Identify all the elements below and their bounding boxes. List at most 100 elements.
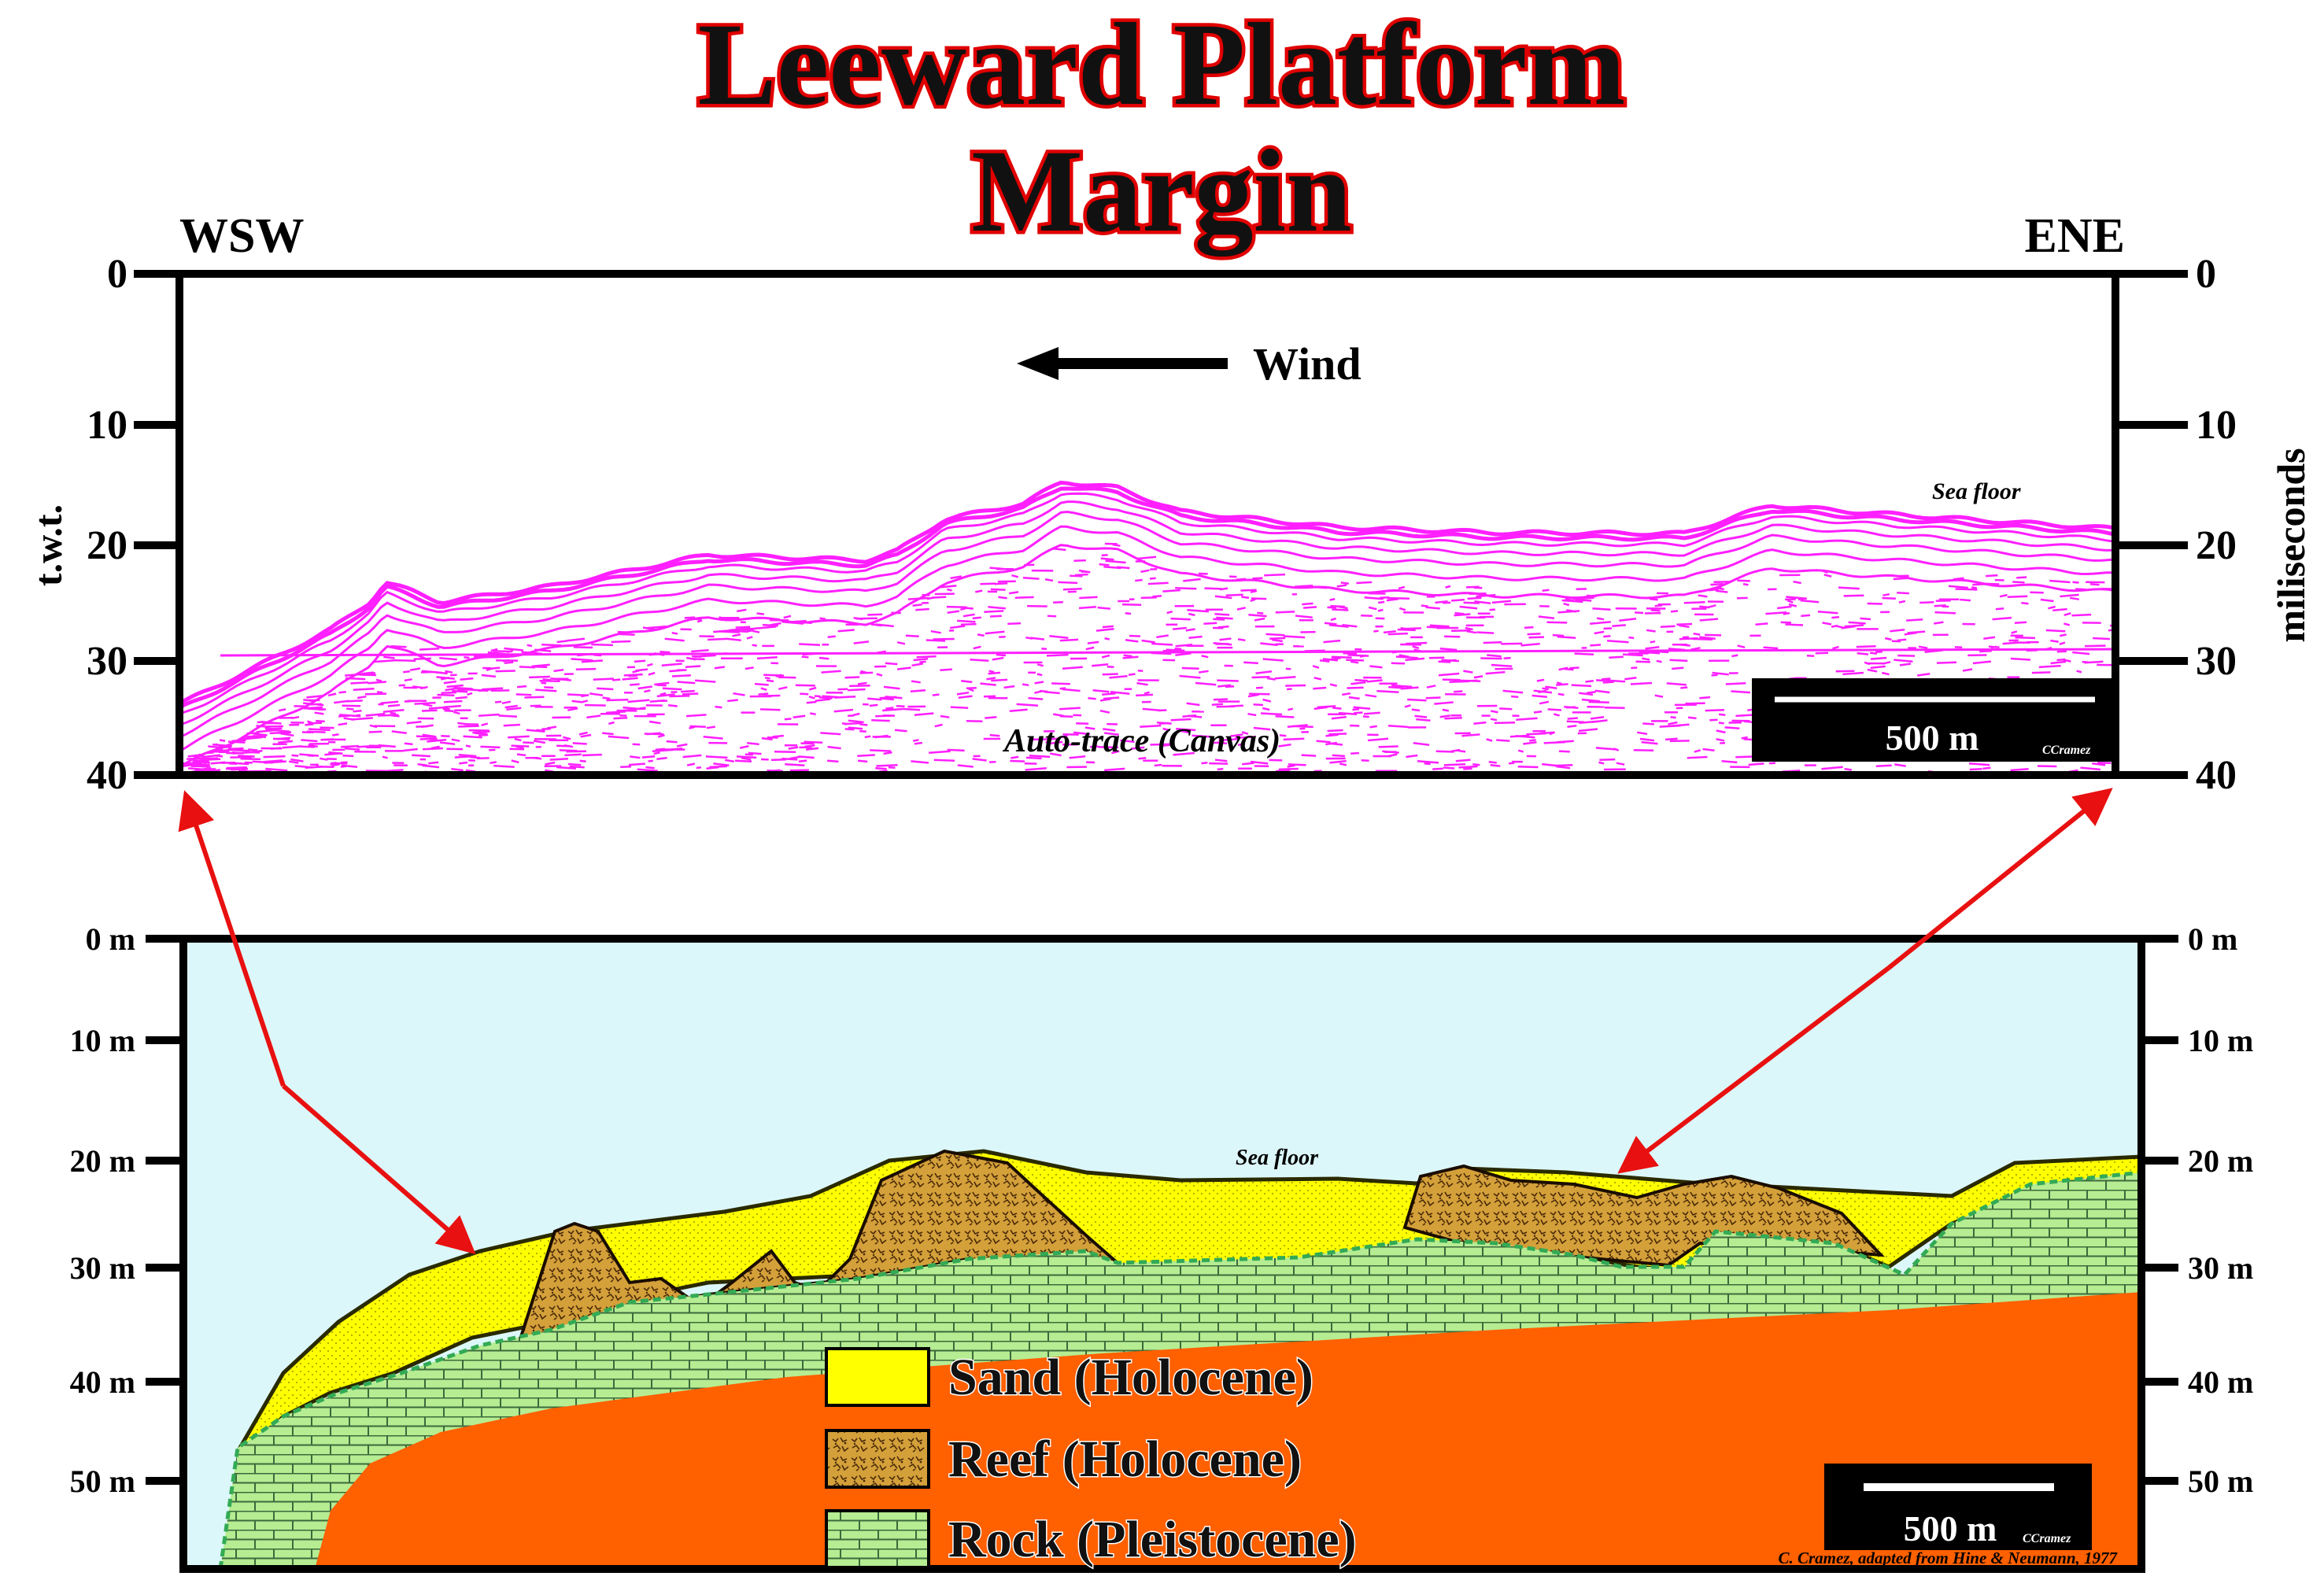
seismic-trace-dash <box>1241 731 1249 735</box>
seismic-trace-dash <box>874 734 889 739</box>
seismic-trace-dash <box>1369 665 1383 669</box>
seismic-trace-dash <box>1084 726 1095 730</box>
seismic-trace-dash <box>332 733 339 736</box>
basement-layer <box>315 1292 2141 1569</box>
seismic-trace-dash <box>669 669 684 673</box>
seismic-trace-dash <box>962 613 975 618</box>
seismic-trace-dash <box>1107 665 1114 668</box>
seismic-trace-dash <box>1014 596 1034 600</box>
seismic-trace-dash <box>1709 588 1719 592</box>
seismic-trace-dash <box>467 692 473 696</box>
seismic-trace-dash <box>972 758 987 762</box>
seismic-trace-dash <box>1637 731 1648 736</box>
seismic-trace-dash <box>896 666 911 670</box>
seismic-trace-dash <box>1250 598 1256 602</box>
seismic-trace-dash <box>2014 621 2027 624</box>
seismic-trace-dash <box>1864 661 1871 666</box>
seismic-trace-dash <box>257 721 264 724</box>
seismic-trace-dash <box>1236 578 1247 581</box>
seismic-trace-dash <box>206 751 214 755</box>
seismic-trace-dash <box>1330 604 1345 608</box>
seismic-trace-dash <box>1122 655 1139 659</box>
seismic-trace-dash <box>382 755 388 759</box>
seismic-trace-dash <box>451 767 464 772</box>
seismic-trace-dash <box>764 676 770 680</box>
seismic-trace-dash <box>869 703 878 707</box>
seismic-trace-dash <box>414 701 436 705</box>
seismic-trace-dash <box>361 671 374 675</box>
seismic-trace-dash <box>2093 637 2110 640</box>
seismic-trace-dash <box>1867 668 1878 673</box>
seismic-trace-dash <box>837 629 855 633</box>
seismic-reflector <box>179 544 2113 769</box>
seismic-trace-dash <box>1136 681 1148 686</box>
seismic-trace-dash <box>238 755 255 758</box>
seismic-trace-dash <box>871 719 890 722</box>
seismic-trace-dash <box>1025 766 1047 771</box>
seismic-trace-dash <box>1044 691 1060 695</box>
seismic-trace-dash <box>1659 724 1681 728</box>
seismic-trace-dash <box>1332 608 1349 611</box>
seismic-trace-dash <box>914 712 934 717</box>
seismic-trace-dash <box>1044 578 1054 582</box>
seismic-trace-dash <box>1556 683 1568 686</box>
seismic-trace-dash <box>1656 659 1662 663</box>
seismic-trace-dash <box>1458 765 1478 769</box>
seismic-trace-dash <box>457 722 470 725</box>
seismic-trace-dash <box>1882 596 1896 600</box>
seismic-trace-dash <box>1465 626 1473 631</box>
seismic-trace-dash <box>563 736 571 740</box>
seismic-trace-dash <box>1079 605 1096 610</box>
seismic-trace-dash <box>1594 630 1605 635</box>
seismic-trace-dash <box>1666 682 1687 686</box>
seismic-trace-dash <box>1630 681 1653 685</box>
seismic-trace-dash <box>902 707 921 711</box>
geologic-left-tick-20: 20 m <box>70 1143 135 1179</box>
seismic-trace-dash <box>1366 679 1383 683</box>
seismic-trace-dash <box>1170 718 1192 722</box>
seismic-trace-dash <box>1693 632 1701 636</box>
seismic-trace-dash <box>1487 654 1502 658</box>
geologic-frame <box>179 935 2145 1573</box>
seismic-trace-dash <box>1041 647 1047 651</box>
seismic-trace-dash <box>1121 603 1142 607</box>
seismic-trace-dash <box>515 745 524 749</box>
seismic-trace-dash <box>2045 629 2066 633</box>
seismic-trace-dash <box>938 585 957 589</box>
seismic-trace-dash <box>1660 625 1676 629</box>
seismic-trace-dash <box>1241 596 1250 600</box>
geologic-scale-label: 500 m <box>1904 1508 1997 1549</box>
seismic-trace-dash <box>1250 589 1258 593</box>
seismic-trace-dash <box>345 700 363 703</box>
seismic-trace-dash <box>875 766 887 770</box>
seismic-trace-dash <box>1160 744 1170 748</box>
seismic-trace-dash <box>761 736 773 741</box>
seismic-trace-dash <box>1352 707 1360 711</box>
seismic-trace-dash <box>2038 664 2061 669</box>
seismic-trace-dash <box>1050 740 1063 745</box>
seismic-trace-dash <box>1672 666 1684 670</box>
seismic-trace-dash <box>665 747 683 751</box>
seismic-trace-dash <box>364 692 387 696</box>
seismic-trace-dash <box>241 736 263 740</box>
seismic-trace-dash <box>1972 660 1992 665</box>
seismic-trace-dash <box>1598 761 1605 765</box>
seismic-trace-dash <box>1917 673 1931 677</box>
seismic-trace-dash <box>535 688 557 692</box>
seismic-trace-dash <box>465 744 471 748</box>
seismic-trace-dash <box>748 751 762 755</box>
seismic-trace-dash <box>365 712 386 717</box>
seismic-trace-dash <box>2072 651 2090 655</box>
seismic-trace-dash <box>430 745 440 750</box>
seismic-trace-dash <box>1175 587 1197 590</box>
seismic-trace-dash <box>1741 736 1748 740</box>
seismic-trace-dash <box>859 671 874 674</box>
seismic-trace-dash <box>1123 654 1132 658</box>
seismic-trace-dash <box>1350 660 1359 664</box>
seismic-trace-dash <box>732 633 741 637</box>
seismic-trace-dash <box>1090 745 1099 748</box>
seismic-trace-dash <box>1210 741 1225 744</box>
seismic-trace-dash <box>1654 694 1664 698</box>
seismic-trace-dash <box>1838 586 1860 590</box>
seismic-trace-dash <box>1557 692 1565 696</box>
